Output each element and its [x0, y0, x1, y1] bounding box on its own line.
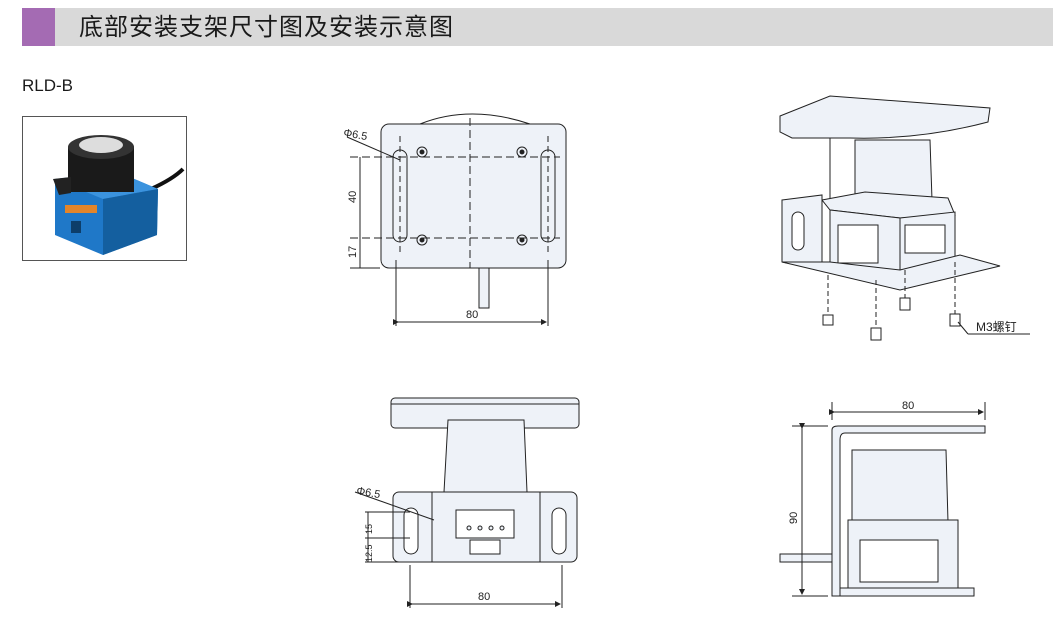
page-title: 底部安装支架尺寸图及安装示意图 [79, 13, 454, 41]
top-dim-40: 40 [347, 191, 359, 203]
side-dim-80: 80 [902, 400, 914, 412]
front-dim-12-5: 12.5 [364, 544, 374, 562]
front-dia-label: Φ6.5 [355, 485, 381, 501]
section-header: 底部安装支架尺寸图及安装示意图 [22, 8, 1053, 46]
top-dim-17: 17 [347, 246, 359, 258]
isometric-view [779, 95, 1030, 341]
lidar-sensor-image [53, 135, 185, 255]
iso-screw-label: M3螺钉 [976, 320, 1017, 334]
front-dim-15: 15 [364, 524, 374, 534]
model-name: RLD-B [22, 76, 74, 95]
side-view [779, 402, 986, 597]
front-view [354, 397, 580, 608]
top-dim-80: 80 [466, 309, 478, 321]
product-photo [22, 116, 187, 261]
side-dim-90: 90 [788, 512, 800, 524]
top-view [346, 113, 567, 326]
top-dia-label: Φ6.5 [342, 127, 368, 143]
header-accent [22, 8, 55, 46]
front-dim-80: 80 [478, 591, 490, 603]
